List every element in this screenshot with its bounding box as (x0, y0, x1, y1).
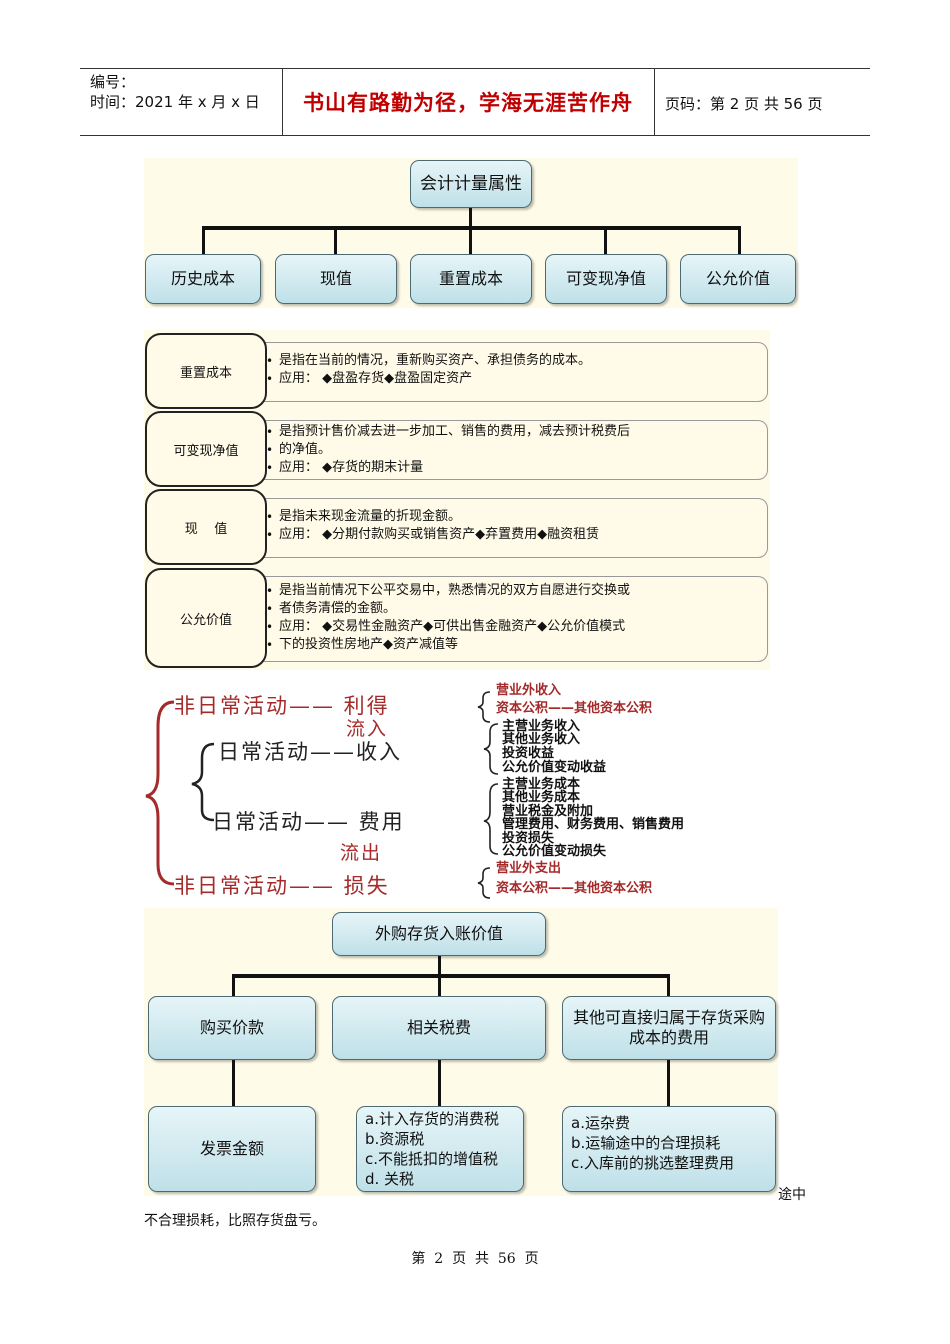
definition-body-present-value: 是指未来现金流量的折现金额。 应用： ◆分期付款购买或销售资产◆弃置费用◆融资租… (256, 498, 768, 558)
definition-line: 应用： ◆盘盈存货◆盘盈固定资产 (266, 370, 759, 388)
loss-brace (477, 867, 491, 899)
attributes-stem-5 (738, 228, 741, 254)
text-tail: 途中 (778, 1187, 806, 1203)
attributes-stem-4 (604, 228, 607, 254)
definitions-panel: 是指在当前的情况，重新购买资产、承担债务的成本。 应用： ◆盘盈存货◆盘盈固定资… (144, 330, 770, 670)
inventory-purchase-price: 购买价款 (148, 996, 316, 1060)
header-bottom-rule (80, 135, 870, 136)
flow-revenue: 日常活动——收入 (218, 740, 402, 764)
revenue-item: 公允价值变动收益 (502, 760, 607, 775)
definition-body-fair-value: 是指当前情况下公平交易中，熟悉情况的双方自愿进行交换或 者债务清偿的金额。 应用… (256, 576, 768, 662)
inventory-leaf-stem-2 (438, 1060, 441, 1106)
expense-brace (483, 783, 499, 855)
revenue-item: 主营业务收入 (502, 719, 581, 734)
inventory-root: 外购存货入账价值 (332, 912, 546, 956)
flow-brackets (145, 691, 499, 899)
definition-line: 应用： ◆存货的期末计量 (266, 459, 759, 477)
loss-item: 营业外支出 (496, 861, 562, 876)
other-cost-item: a.运杂费 (571, 1114, 630, 1132)
header-divider-1 (282, 68, 283, 136)
definition-line: 是指未来现金流量的折现金额。 (266, 508, 759, 526)
attributes-trunk (469, 208, 472, 227)
header-divider-2 (654, 68, 655, 136)
attributes-root: 会计计量属性 (410, 160, 532, 208)
expense-item: 管理费用、财务费用、销售费用 (502, 817, 685, 832)
tax-item: a.计入存货的消费税 (365, 1110, 499, 1128)
header-page-number: 页码：第 2 页 共 56 页 (665, 95, 823, 113)
tax-item: c.不能抵扣的增值税 (365, 1150, 499, 1168)
attribute-present-value: 现值 (275, 254, 397, 304)
inventory-other-costs: 其他可直接归属于存货采购成本的费用 (562, 996, 776, 1060)
flow-gain: 非日常活动—— 利得 (174, 694, 390, 718)
definition-line: 是指当前情况下公平交易中，熟悉情况的双方自愿进行交换或 (266, 582, 759, 600)
revenue-item: 投资收益 (502, 746, 555, 761)
inventory-related-taxes: 相关税费 (332, 996, 546, 1060)
inventory-leaf-stem-1 (232, 1060, 235, 1106)
definition-line: 是指预计售价减去进一步加工、销售的费用，减去预计税费后 (266, 423, 759, 441)
expense-item: 其他业务成本 (502, 790, 581, 805)
definition-label-present-value: 现 值 (145, 489, 267, 565)
definition-line: 下的投资性房地产◆资产减值等 (266, 636, 759, 654)
flow-expense: 日常活动—— 费用 (212, 810, 405, 834)
other-cost-item: b.运输途中的合理损耗 (571, 1134, 721, 1152)
revenue-item: 其他业务收入 (502, 732, 581, 747)
inventory-stem-1 (232, 976, 235, 996)
inventory-stem-2 (438, 976, 441, 996)
inventory-diagram: 外购存货入账价值 购买价款 相关税费 其他可直接归属于存货采购成本的费用 发票金… (144, 908, 778, 1196)
inner-brace (191, 742, 215, 822)
definition-line: 应用： ◆交易性金融资产◆可供出售金融资产◆公允价值模式 (266, 618, 759, 636)
definition-body-replacement-cost: 是指在当前的情况，重新购买资产、承担债务的成本。 应用： ◆盘盈存货◆盘盈固定资… (256, 342, 768, 402)
definition-label-net-realizable-value: 可变现净值 (145, 411, 267, 487)
footer-page-number: 第 2 页 共 56 页 (411, 1251, 539, 1267)
flow-diagram: 非日常活动—— 利得 流入 日常活动——收入 日常活动—— 费用 流出 非日常活… (140, 678, 800, 900)
gain-item: 资本公积——其他资本公积 (496, 701, 653, 716)
loss-item: 资本公积——其他资本公积 (496, 881, 653, 896)
outer-brace (145, 700, 175, 886)
header-top-rule (80, 68, 870, 69)
definition-line: 的净值。 (266, 441, 759, 459)
doc-date: 时间：2021 年 x 月 x 日 (90, 93, 260, 111)
inventory-invoice-amount: 发票金额 (148, 1106, 316, 1192)
definition-line: 应用： ◆分期付款购买或销售资产◆弃置费用◆融资租赁 (266, 526, 759, 544)
tax-item: b.资源税 (365, 1130, 425, 1148)
expense-item: 公允价值变动损失 (502, 844, 607, 859)
doc-number-label: 编号： (90, 73, 136, 91)
attributes-diagram: 会计计量属性 历史成本 现值 重置成本 可变现净值 公允价值 (144, 158, 798, 308)
gain-item: 营业外收入 (496, 683, 562, 698)
definition-line: 是指在当前的情况，重新购买资产、承担债务的成本。 (266, 352, 759, 370)
attributes-stem-2 (334, 228, 337, 254)
expense-item: 投资损失 (502, 831, 555, 846)
inventory-trunk (438, 956, 441, 975)
inventory-branch-bar (232, 974, 670, 978)
other-cost-item: c.入库前的挑选整理费用 (571, 1154, 735, 1172)
expense-item: 营业税金及附加 (502, 804, 594, 819)
definition-line: 者债务清偿的金额。 (266, 600, 759, 618)
revenue-brace (483, 723, 499, 775)
flow-loss: 非日常活动—— 损失 (174, 874, 390, 898)
text-line: 不合理损耗，比照存货盘亏。 (144, 1213, 326, 1229)
expense-item: 主营业务成本 (502, 777, 581, 792)
attribute-replacement-cost: 重置成本 (410, 254, 532, 304)
definition-body-net-realizable-value: 是指预计售价减去进一步加工、销售的费用，减去预计税费后 的净值。 应用： ◆存货… (256, 420, 768, 480)
attributes-stem-3 (469, 228, 472, 254)
definition-label-replacement-cost: 重置成本 (145, 333, 267, 409)
definition-label-fair-value: 公允价值 (145, 568, 267, 668)
attribute-historical-cost: 历史成本 (145, 254, 261, 304)
flow-inflow: 流入 (346, 718, 389, 740)
inventory-stem-3 (667, 976, 670, 996)
gain-brace (477, 691, 491, 723)
inventory-leaf-stem-3 (667, 1060, 670, 1106)
tax-item: d. 关税 (365, 1170, 415, 1188)
header-motto: 书山有路勤为径，学海无涯苦作舟 (303, 90, 633, 115)
inventory-tax-list: a.计入存货的消费税 b.资源税 c.不能抵扣的增值税 d. 关税 (356, 1106, 524, 1192)
attribute-fair-value: 公允价值 (680, 254, 796, 304)
inventory-other-list: a.运杂费 b.运输途中的合理损耗 c.入库前的挑选整理费用 (562, 1106, 776, 1192)
flow-outflow: 流出 (340, 842, 383, 864)
attribute-net-realizable-value: 可变现净值 (545, 254, 667, 304)
header-meta: 编号： 时间：2021 年 x 月 x 日 (90, 72, 260, 112)
attributes-stem-1 (202, 228, 205, 254)
